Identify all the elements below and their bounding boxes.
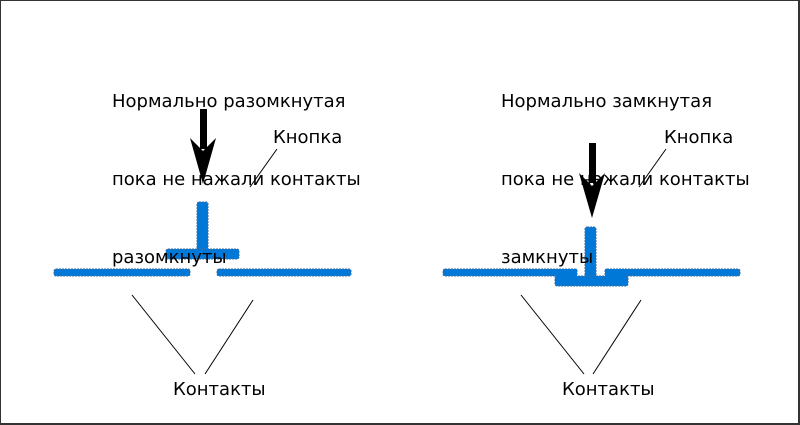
contacts-leader-line-left: [131, 294, 196, 375]
push-button-plunger: [554, 226, 629, 287]
button-leader-line: [638, 148, 667, 188]
caption-line: Нормально замкнутая: [501, 91, 713, 112]
caption-line: разомкнуты: [112, 247, 227, 268]
press-arrow-icon: [190, 109, 216, 184]
caption-line: пока не нажали контакты: [501, 169, 750, 190]
contacts-label: Контакты: [173, 379, 266, 400]
push-button-plunger: [165, 201, 240, 260]
caption-line: Нормально разомкнутая: [112, 91, 346, 112]
caption-normally-open: Нормально разомкнутая пока не нажали кон…: [112, 37, 361, 323]
panel-normally-closed-art: [442, 143, 741, 375]
contact-left: [442, 268, 578, 277]
caption-normally-closed: Нормально замкнутая пока не нажали конта…: [501, 37, 750, 323]
contacts-leader-line-right: [592, 299, 642, 375]
press-arrow-icon: [579, 143, 605, 218]
caption-line: пока не нажали контакты: [112, 169, 361, 190]
button-label: Кнопка: [664, 127, 734, 148]
panel-normally-open-art: [53, 109, 352, 375]
button-leader-line: [249, 148, 278, 188]
contact-left: [53, 268, 191, 277]
contacts-leader-line-left: [520, 294, 585, 375]
caption-line: замкнуты: [501, 247, 594, 268]
contacts-leader-line-right: [204, 299, 254, 375]
button-label: Кнопка: [273, 127, 343, 148]
contact-right: [216, 268, 352, 277]
contacts-label: Контакты: [562, 379, 655, 400]
